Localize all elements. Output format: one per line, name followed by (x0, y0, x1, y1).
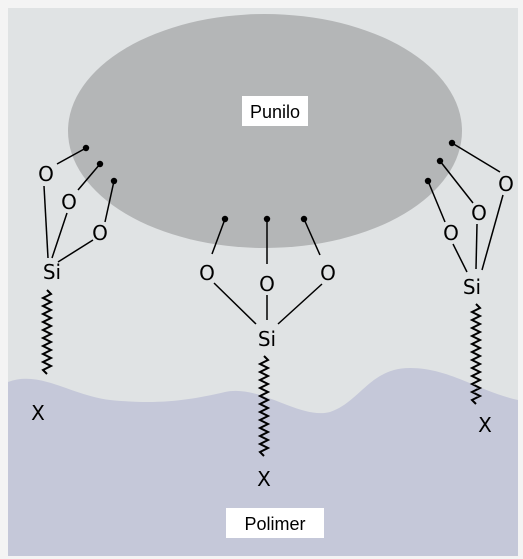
surface-attachment-dot (424, 177, 432, 185)
particle-ellipse (68, 14, 462, 248)
silicon-atom: Si (43, 260, 61, 284)
surface-attachment-dot (448, 139, 456, 147)
surface-attachment-dot (110, 177, 118, 185)
end-group-x: X (478, 413, 492, 437)
bond (77, 163, 101, 191)
oxygen-atom: O (38, 162, 54, 186)
oxygen-atom: O (498, 172, 514, 196)
bond (51, 212, 68, 259)
oxygen-atom: O (199, 261, 215, 285)
oxygen-atom: O (471, 201, 487, 225)
bond (427, 180, 446, 223)
bond (481, 194, 504, 271)
surface-attachment-dot (96, 160, 104, 168)
bond (475, 223, 478, 270)
alkyl-chain (40, 289, 54, 375)
polymer-region (8, 368, 518, 556)
surface-attachment-dot (263, 215, 271, 223)
particle-label: Punilo (250, 102, 300, 122)
bond (439, 160, 474, 204)
silicon-atom: Si (258, 327, 276, 351)
oxygen-atom: O (443, 221, 459, 245)
oxygen-atom: O (92, 221, 108, 245)
end-group-x: X (31, 401, 45, 425)
bond (452, 243, 468, 273)
bond (104, 180, 115, 223)
polymer-label-box (226, 508, 324, 538)
polymer-label: Polimer (244, 514, 305, 534)
bond (57, 239, 94, 263)
alkyl-chain (257, 355, 271, 457)
silicon-atom: Si (463, 275, 481, 299)
silane-middle: O O O Si X (199, 215, 336, 491)
oxygen-atom: O (259, 272, 275, 296)
alkyl-chain (469, 303, 483, 405)
bond (56, 147, 87, 165)
surface-attachment-dot (300, 215, 308, 223)
bond (277, 283, 323, 325)
silane-right: O O O Si X (424, 139, 514, 437)
surface-attachment-dot (436, 157, 444, 165)
oxygen-atom: O (320, 261, 336, 285)
surface-attachment-dot (221, 215, 229, 223)
bond (43, 185, 49, 259)
oxygen-atom: O (61, 190, 77, 214)
bond (211, 218, 226, 255)
bond (213, 282, 257, 325)
bond (451, 142, 501, 173)
bond (303, 218, 321, 256)
surface-attachment-dot (82, 144, 90, 152)
silane-left: O O O Si X (31, 144, 118, 425)
particle-label-box (242, 96, 308, 126)
end-group-x: X (257, 467, 271, 491)
